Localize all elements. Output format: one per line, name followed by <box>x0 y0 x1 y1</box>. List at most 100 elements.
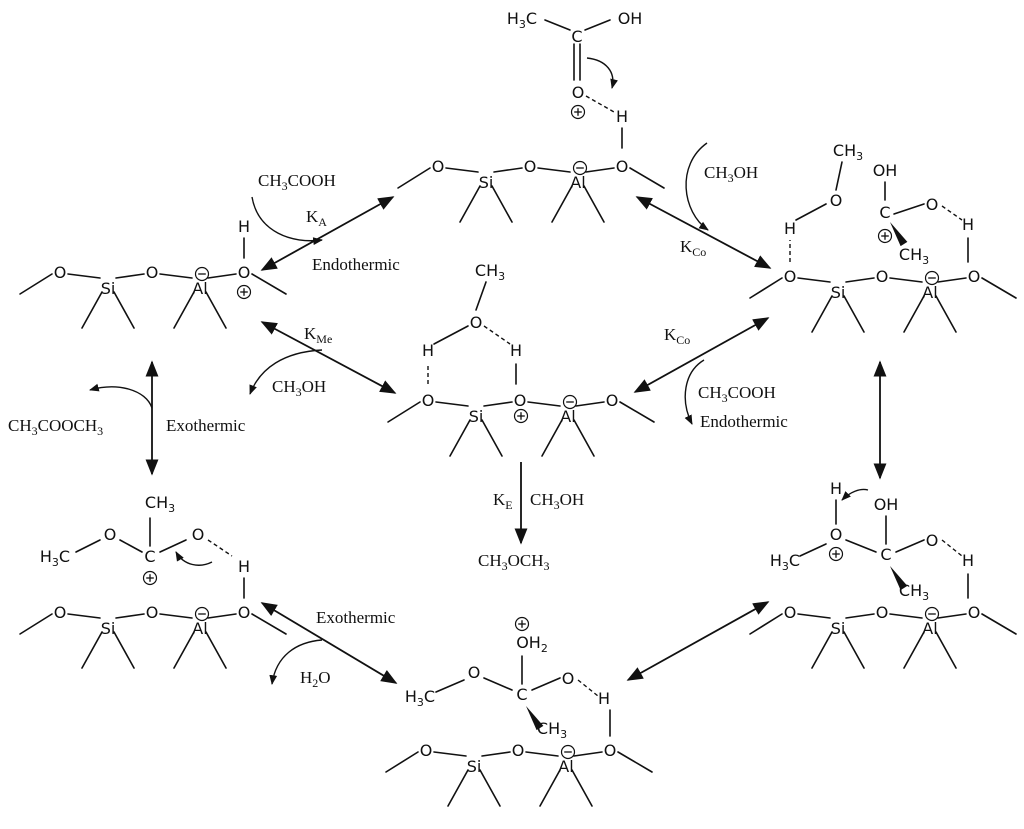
hydrogen-bond <box>941 539 963 557</box>
silicon-atom: Si <box>101 279 116 298</box>
carbon-atom: C <box>879 203 890 222</box>
bond-line <box>527 401 561 407</box>
hydrogen-bond <box>207 539 233 557</box>
bond-line <box>433 751 467 757</box>
oxygen-atom: O <box>146 263 159 282</box>
oxygen-atom: O <box>616 157 629 176</box>
carbon-atom: C <box>880 545 891 564</box>
bond-line <box>67 273 101 279</box>
negative-charge-icon <box>572 160 588 176</box>
wedge-bond <box>890 566 908 591</box>
bond-line <box>113 291 135 329</box>
wedge-bond <box>890 222 908 247</box>
bond-line <box>385 751 419 773</box>
curved-arrow-electron-top <box>586 57 618 89</box>
aluminium-atom: Al <box>192 619 207 638</box>
wedge-bond <box>526 706 544 731</box>
hydrogen-bond <box>577 679 599 697</box>
bond-line <box>19 613 53 635</box>
curved-arrow-ester-out <box>89 383 153 409</box>
label-k-co-2: KCo <box>664 325 690 347</box>
bond-line <box>889 277 923 283</box>
silicon-atom: Si <box>467 757 482 776</box>
oxygen-atom: O <box>420 741 433 760</box>
oxygen-atom: O <box>468 663 481 682</box>
bond-line <box>845 277 875 283</box>
label-endothermic-2: Endothermic <box>700 412 788 431</box>
bond-line <box>575 401 605 407</box>
label-methanol-2: CH3OH <box>272 377 326 399</box>
bond-line <box>749 613 783 635</box>
methyl-group: H3C <box>40 547 70 569</box>
label-dimethyl-ether: CH3OCH3 <box>478 551 550 573</box>
negative-charge-icon <box>924 270 940 286</box>
positive-charge-icon <box>570 104 586 120</box>
aluminium-atom: Al <box>192 279 207 298</box>
aluminium-atom: Al <box>560 407 575 426</box>
bond-line <box>619 401 655 423</box>
label-methanol-3: CH3OH <box>530 490 584 512</box>
bond-line <box>811 631 833 669</box>
bond-line <box>159 613 193 619</box>
arrow-adsorption-methanol <box>260 321 397 394</box>
oxygen-atom: O <box>968 603 981 622</box>
label-acetic-acid-1: CH3COOH <box>258 171 336 193</box>
bond-line <box>447 769 469 807</box>
oxygen-atom: O <box>830 525 843 544</box>
bond-line <box>19 273 53 295</box>
curved-arrow-electron-br <box>841 488 869 501</box>
bond-line <box>433 325 469 345</box>
curved-arrow-electron-bl <box>175 551 213 566</box>
oxygen-atom: O <box>422 391 435 410</box>
label-exothermic-2: Exothermic <box>316 608 396 627</box>
oxygen-atom: O <box>238 263 251 282</box>
silicon-atom: Si <box>101 619 116 638</box>
bond-line <box>115 273 145 279</box>
bond-line <box>435 679 465 693</box>
bond-line <box>173 291 195 329</box>
positive-charge-icon <box>514 616 530 632</box>
bond-line <box>889 613 923 619</box>
bond-line <box>629 167 665 189</box>
methyl-group: H3C <box>507 9 537 31</box>
methyl-group: H3C <box>405 687 435 709</box>
bond-line <box>797 613 831 619</box>
bond-line <box>541 419 563 457</box>
hydrogen-atom: H <box>238 557 250 576</box>
bond-line <box>935 631 957 669</box>
oxygen-atom: O <box>926 195 939 214</box>
bond-line <box>481 419 503 457</box>
bond-line <box>397 167 431 189</box>
label-methanol-1: CH3OH <box>704 163 758 185</box>
aluminium-atom: Al <box>558 757 573 776</box>
bond-line <box>481 751 511 757</box>
bond-line <box>159 273 193 279</box>
bond-line <box>935 295 957 333</box>
label-k-co-1: KCo <box>680 237 706 259</box>
bond-line <box>797 277 831 283</box>
negative-charge-icon <box>194 266 210 282</box>
bond-line <box>493 167 523 173</box>
methyl-group: CH3 <box>475 261 505 283</box>
oxygen-atom: O <box>54 603 67 622</box>
label-acetic-acid-2: CH3COOH <box>698 383 776 405</box>
oxygen-atom: O <box>192 525 205 544</box>
oxygen-atom: O <box>238 603 251 622</box>
bond-line <box>205 291 227 329</box>
oxygen-atom: O <box>784 603 797 622</box>
hydrogen-bond <box>941 205 963 221</box>
oxygen-atom: O <box>604 741 617 760</box>
hydrogen-atom: H <box>598 689 610 708</box>
carbon-atom: C <box>571 27 582 46</box>
hydrogen-atom: H <box>962 215 974 234</box>
bond-line <box>583 185 605 223</box>
silicon-atom: Si <box>831 619 846 638</box>
label-k-a: KA <box>306 207 327 229</box>
label-exothermic-1: Exothermic <box>166 416 246 435</box>
bond-line <box>843 631 865 669</box>
negative-charge-icon <box>560 744 576 760</box>
oxygen-atom: O <box>926 531 939 550</box>
bond-line <box>387 401 421 423</box>
bond-line <box>537 167 571 173</box>
